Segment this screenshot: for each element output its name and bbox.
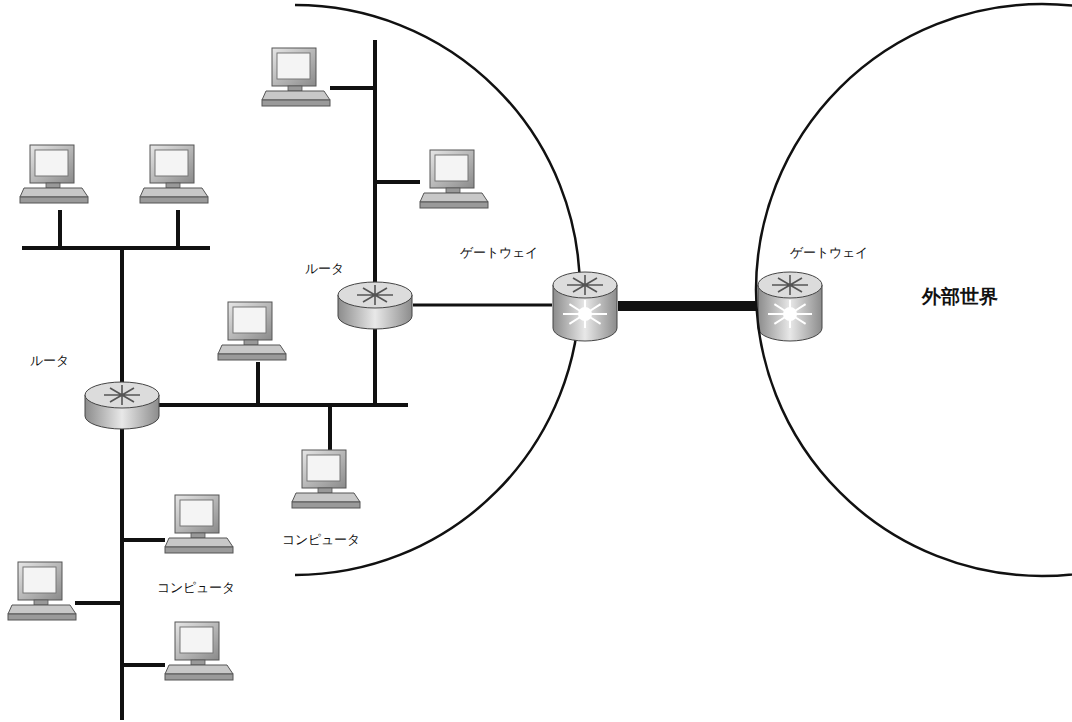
gateway: ゲートウェイ [552,270,618,342]
region-label: 外部世界 [922,285,998,307]
region-outline [755,3,1072,577]
router-icon [84,380,160,430]
wan-link [618,301,757,311]
network-link [160,330,375,405]
computer-label: コンピュータ [282,532,360,548]
gateway-icon [757,270,823,342]
network-boundary [295,5,580,575]
device-label: ゲートウェイ [460,245,538,261]
device-label: ルータ [30,353,69,369]
device-label: ルータ [305,261,344,277]
device-label: ゲートウェイ [790,245,868,261]
computer-label: コンピュータ [157,580,235,596]
gateway: ゲートウェイ [757,270,823,342]
outside-world-region: 外部世界 [755,3,1072,577]
router-icon [337,280,413,330]
computer-icon [8,48,488,680]
network-link [413,304,552,307]
router: ルータ [337,280,413,330]
gateway-icon [552,270,618,342]
lan-bus [22,40,420,720]
router: ルータ [84,380,160,430]
